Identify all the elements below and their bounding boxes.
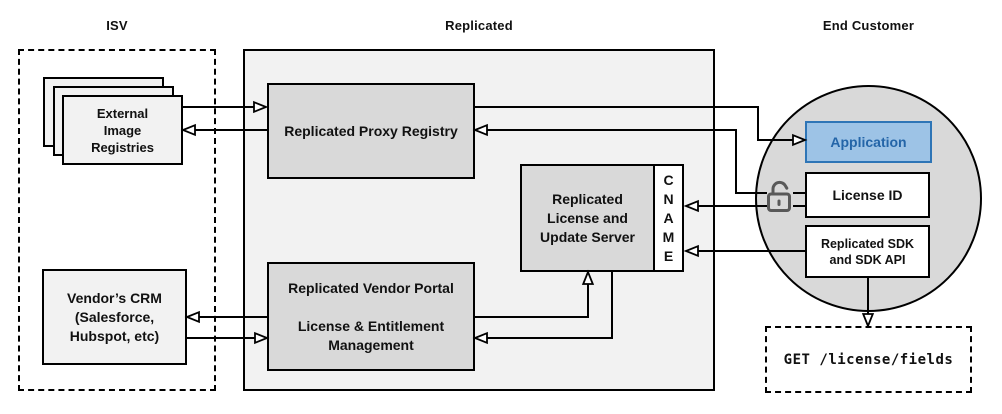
registries-label: Registries — [91, 139, 154, 155]
vendor-portal-subtitle: License & Entitlement — [297, 317, 445, 334]
application-label: Application — [830, 134, 907, 150]
section-title-isv: ISV — [106, 18, 128, 33]
registries-label: Image — [103, 122, 142, 138]
license-id-node: License ID — [805, 172, 930, 218]
vendor-portal-subtitle: Management — [328, 336, 414, 353]
registries-label: External — [96, 105, 149, 121]
license-update-server-unit: Replicated License and Update Server C N… — [520, 164, 684, 272]
license-id-label: License ID — [832, 186, 903, 203]
vendor-portal-node: Replicated Vendor Portal License & Entit… — [267, 262, 475, 371]
vendor-portal-title: Replicated Vendor Portal — [288, 279, 454, 296]
cname-letter: A — [663, 209, 674, 226]
sdk-label: and SDK API — [829, 252, 906, 267]
license-update-server-label: Update Server — [540, 228, 635, 245]
get-endpoint-node: GET /license/fields — [765, 326, 972, 393]
crm-label: Vendor’s CRM — [67, 289, 162, 306]
license-update-server-label: License and — [547, 209, 628, 226]
cname-letter: N — [663, 190, 674, 207]
cname-letter: M — [662, 228, 675, 245]
proxy-registry-label: Replicated Proxy Registry — [284, 122, 458, 139]
license-update-server-label: Replicated — [552, 190, 623, 207]
cname-letter: E — [663, 247, 674, 264]
application-node: Application — [805, 121, 932, 163]
section-title-replicated: Replicated — [445, 18, 513, 33]
sdk-node: Replicated SDK and SDK API — [805, 225, 930, 278]
proxy-registry-node: Replicated Proxy Registry — [267, 83, 475, 179]
sdk-label: Replicated SDK — [820, 236, 915, 251]
unlock-icon — [767, 180, 791, 212]
crm-label: (Salesforce, — [74, 308, 155, 325]
cname-letter: C — [663, 171, 674, 188]
crm-label: Hubspot, etc) — [69, 327, 160, 344]
get-endpoint-label: GET /license/fields — [783, 351, 954, 368]
crm-node: Vendor’s CRM (Salesforce, Hubspot, etc) — [42, 269, 187, 365]
license-update-server-node: Replicated License and Update Server — [520, 164, 655, 272]
cname-node: C N A M E — [653, 164, 684, 272]
registries-node: External Image Registries — [62, 95, 183, 165]
section-title-end-customer: End Customer — [822, 18, 915, 33]
